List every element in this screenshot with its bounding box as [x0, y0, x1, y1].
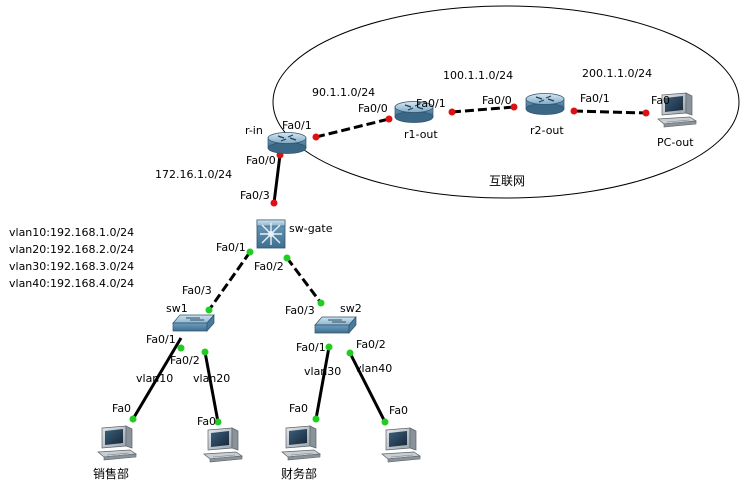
port-label: Fa0	[651, 94, 670, 107]
subnet-r1-r2-label: 100.1.1.0/24	[443, 69, 513, 82]
router-r-in-icon[interactable]	[267, 131, 307, 155]
port-label: Fa0	[289, 402, 308, 415]
port-label: Fa0	[112, 402, 131, 415]
vlan-label: vlan30	[304, 365, 341, 378]
pc-sales-icon[interactable]	[97, 425, 137, 461]
subnet-r2-pc-label: 200.1.1.0/24	[582, 67, 652, 80]
port-label: Fa0/2	[254, 260, 284, 273]
port-label: Fa0/3	[240, 189, 270, 202]
link-swgate-sw1	[207, 251, 252, 311]
device-label-r2-out: r2-out	[530, 124, 564, 137]
port-label: Fa0/0	[482, 94, 512, 107]
link-rin-r1	[315, 117, 390, 139]
lan-link-dots	[129, 248, 389, 426]
device-label-r1-out: r1-out	[404, 128, 438, 141]
link-r2-pcout	[573, 109, 647, 115]
device-label-sw2: sw2	[340, 302, 362, 315]
pc-vlan40-icon[interactable]	[381, 427, 421, 463]
link-rin-swgate	[272, 154, 282, 204]
port-label: Fa0/0	[358, 102, 388, 115]
port-label: Fa0/2	[170, 354, 200, 367]
internet-cloud	[272, 5, 740, 199]
port-label: Fa0/1	[416, 97, 446, 110]
port-label: Fa0/1	[580, 92, 610, 105]
vlan-subnet-item: vlan10:192.168.1.0/24	[9, 226, 135, 239]
link-sw2-pc4	[348, 352, 387, 423]
router-r2-out-icon[interactable]	[525, 92, 565, 116]
port-label: Fa0/1	[146, 333, 176, 346]
pc-vlan20-icon[interactable]	[203, 427, 243, 463]
port-label: Fa0/1	[216, 241, 246, 254]
wan-link-dots	[270, 103, 650, 207]
port-label: Fa0/3	[285, 304, 315, 317]
port-label: Fa0/0	[246, 154, 276, 167]
cloud-label: 互联网	[489, 174, 525, 188]
vlan-label: vlan10	[136, 372, 173, 385]
port-label: Fa0	[197, 415, 216, 428]
device-label-sw1: sw1	[166, 302, 188, 315]
device-label-r-in: r-in	[245, 124, 263, 137]
link-swgate-sw2	[285, 257, 323, 304]
switch-sw2-icon[interactable]	[314, 316, 357, 334]
port-label: Fa0/1	[296, 341, 326, 354]
port-label: Fa0/1	[282, 119, 312, 132]
switch-sw1-icon[interactable]	[172, 314, 215, 332]
device-label-finance: 财务部	[281, 466, 317, 481]
vlan-subnet-item: vlan20:192.168.2.0/24	[9, 243, 135, 256]
device-label-sw-gate: sw-gate	[289, 222, 333, 235]
vlan-subnet-item: vlan40:192.168.4.0/24	[9, 277, 135, 290]
vlan-label: vlan20	[193, 372, 230, 385]
link-r1-r2	[451, 105, 515, 114]
multilayer-switch-sw-gate-icon[interactable]	[256, 219, 286, 249]
link-sw1-pc1	[131, 337, 183, 420]
vlan-label: vlan40	[355, 362, 392, 375]
device-label-sales: 销售部	[93, 466, 129, 481]
link-sw1-pc2	[203, 351, 220, 423]
port-label: Fa0	[389, 404, 408, 417]
port-label: Fa0/2	[356, 338, 386, 351]
subnet-inside-label: 172.16.1.0/24	[155, 168, 232, 181]
link-sw2-pc3	[314, 346, 331, 420]
port-label: Fa0/3	[182, 284, 212, 297]
pc-finance-icon[interactable]	[281, 425, 321, 461]
vlan-subnet-list: vlan10:192.168.1.0/24 vlan20:192.168.2.0…	[9, 224, 134, 292]
device-label-pc-out: PC-out	[657, 136, 694, 149]
subnet-rin-r1-label: 90.1.1.0/24	[312, 86, 375, 99]
vlan-subnet-item: vlan30:192.168.3.0/24	[9, 260, 135, 273]
links	[131, 105, 647, 423]
